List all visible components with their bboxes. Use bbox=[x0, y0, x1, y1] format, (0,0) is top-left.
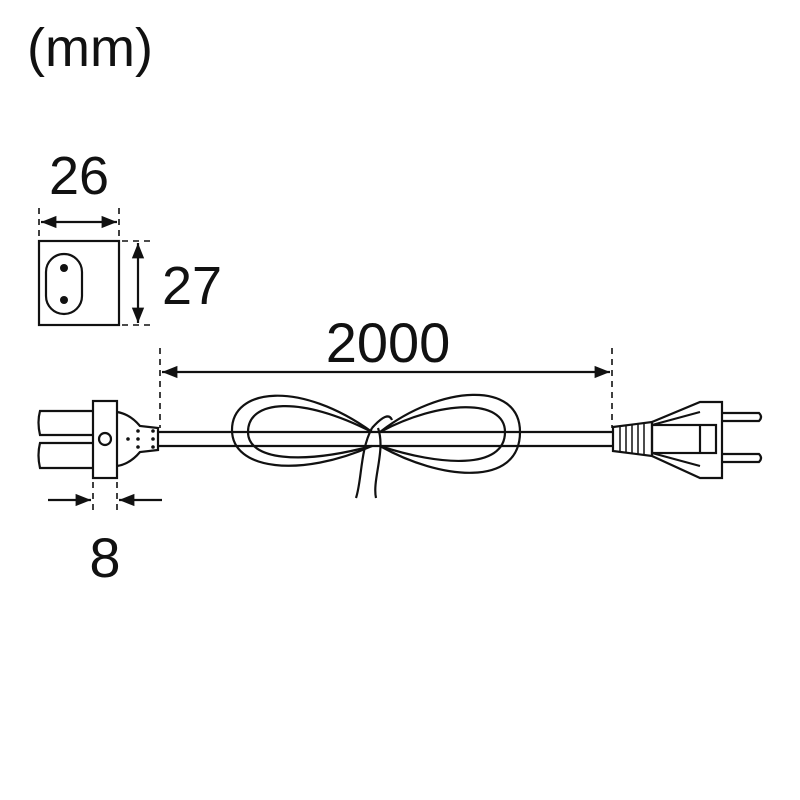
collar-value: 8 bbox=[89, 526, 120, 589]
connector-end-view bbox=[37, 239, 121, 327]
unit-label: (mm) bbox=[27, 18, 153, 78]
height-value: 27 bbox=[162, 256, 222, 316]
dimension-height: 27 bbox=[122, 240, 222, 326]
cable bbox=[158, 393, 614, 499]
width-value: 26 bbox=[49, 146, 109, 206]
cable-connector bbox=[37, 399, 160, 480]
length-value: 2000 bbox=[326, 311, 451, 374]
dimension-collar: 8 bbox=[48, 482, 162, 589]
dimension-length: 2000 bbox=[159, 311, 613, 428]
dimension-width: 26 bbox=[38, 146, 120, 240]
power-plug bbox=[611, 400, 763, 480]
